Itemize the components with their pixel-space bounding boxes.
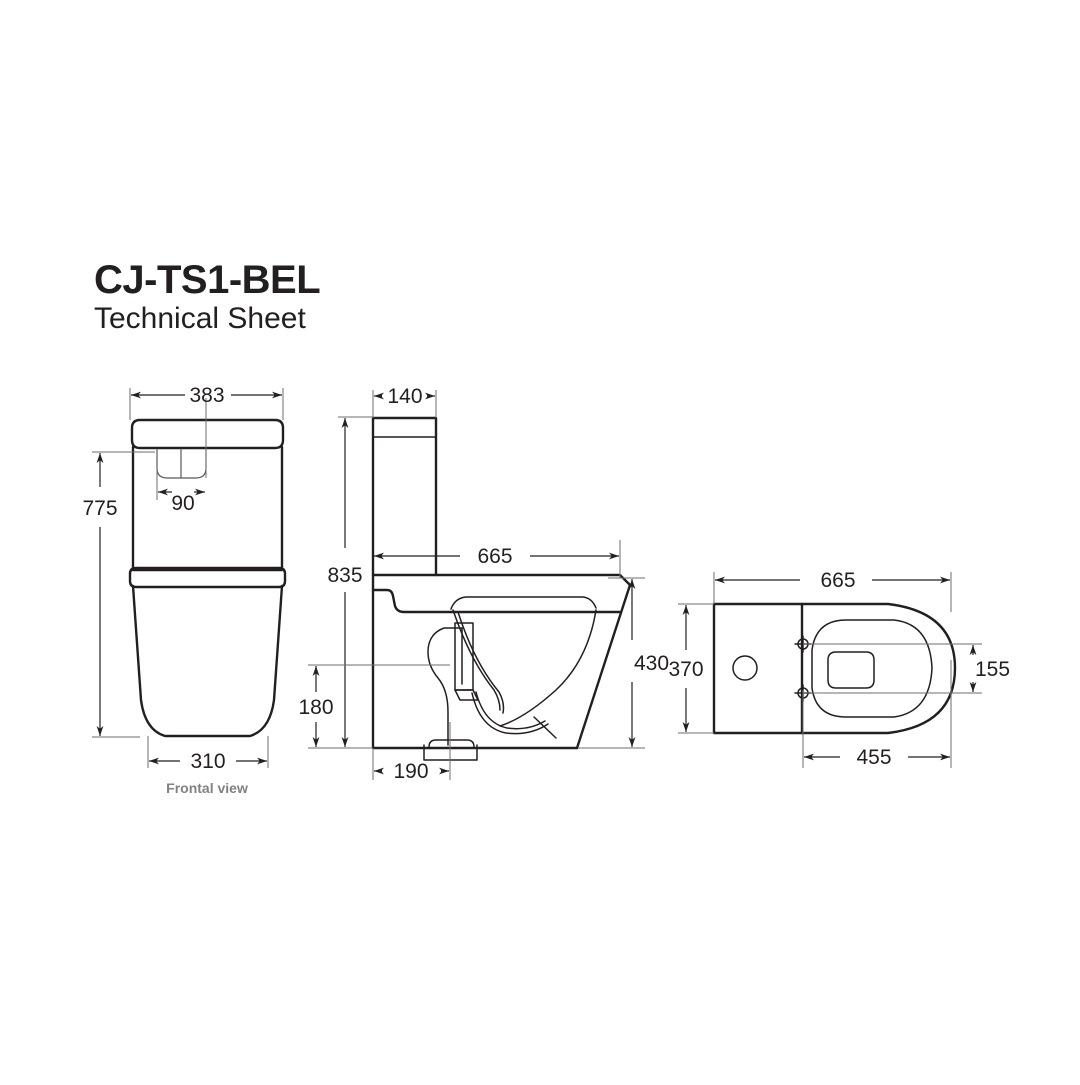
dim-top-665: 665 — [713, 569, 952, 612]
top-cistern — [712, 602, 804, 735]
dim-frontal-310-label: 310 — [190, 750, 225, 773]
dim-side-190: 190 — [372, 722, 451, 783]
top-water-spot — [827, 651, 875, 689]
dim-frontal-775: 775 — [82, 451, 155, 738]
top-bowl-inner — [811, 619, 933, 718]
side-trap-bottom-2 — [475, 691, 546, 730]
side-bowl-body — [434, 573, 632, 750]
frontal-view-caption: Frontal view — [166, 780, 248, 796]
frontal-view-group: 383 90 775 — [82, 384, 287, 796]
top-flush-button-circle — [732, 655, 758, 681]
dim-frontal-90-label: 90 — [171, 492, 194, 515]
side-bowl-detail-tick — [533, 716, 557, 739]
dim-side-665-label: 665 — [477, 545, 512, 568]
page-title: CJ-TS1-BEL — [94, 258, 321, 302]
dim-top-665-label: 665 — [820, 569, 855, 592]
dim-frontal-310: 310 — [147, 736, 269, 773]
dim-side-180-label: 180 — [298, 696, 333, 719]
frontal-bowl-pedestal — [131, 584, 284, 738]
dim-side-430: 430 — [578, 577, 669, 749]
frontal-cistern-lid — [130, 418, 285, 450]
dim-frontal-90: 90 — [156, 470, 205, 515]
dim-top-455-label: 455 — [856, 746, 891, 769]
dim-side-835-label: 835 — [327, 564, 362, 587]
dim-side-430-label: 430 — [634, 652, 669, 675]
side-trap-bottom — [471, 692, 549, 735]
side-bowl-inner-front — [499, 609, 597, 727]
dim-frontal-383-label: 383 — [189, 384, 224, 407]
side-bowl-shoulder — [371, 588, 622, 614]
side-outlet-flange — [454, 622, 474, 691]
dim-top-155: 155 — [803, 643, 1010, 694]
dim-side-180: 180 — [298, 664, 450, 749]
dim-side-190-label: 190 — [393, 760, 428, 783]
dim-frontal-775-label: 775 — [82, 497, 117, 520]
dim-top-455: 455 — [802, 660, 952, 769]
side-trap-curve — [457, 611, 505, 714]
side-outlet-neck — [454, 689, 479, 701]
dim-side-140-label: 140 — [387, 385, 422, 408]
dim-side-140: 140 — [372, 385, 437, 418]
dim-frontal-383: 383 — [129, 384, 284, 478]
dim-side-835: 835 — [327, 416, 373, 747]
side-floor-pad — [428, 739, 475, 748]
dim-top-370: 370 — [668, 603, 714, 734]
top-bowl-rim — [800, 602, 957, 735]
side-cistern — [371, 416, 438, 577]
dim-side-665: 665 — [374, 540, 621, 578]
dim-top-370-label: 370 — [668, 658, 703, 681]
top-view-group: 665 370 155 — [668, 569, 1010, 769]
title-block: CJ-TS1-BEL Technical Sheet — [94, 258, 594, 336]
side-rim-contour — [450, 596, 597, 610]
dim-top-155-label: 155 — [975, 658, 1010, 681]
page-subtitle: Technical Sheet — [94, 302, 306, 335]
side-view-group: 140 835 665 430 — [298, 385, 669, 783]
frontal-cistern-body — [131, 445, 284, 572]
side-outlet-body — [427, 627, 463, 746]
